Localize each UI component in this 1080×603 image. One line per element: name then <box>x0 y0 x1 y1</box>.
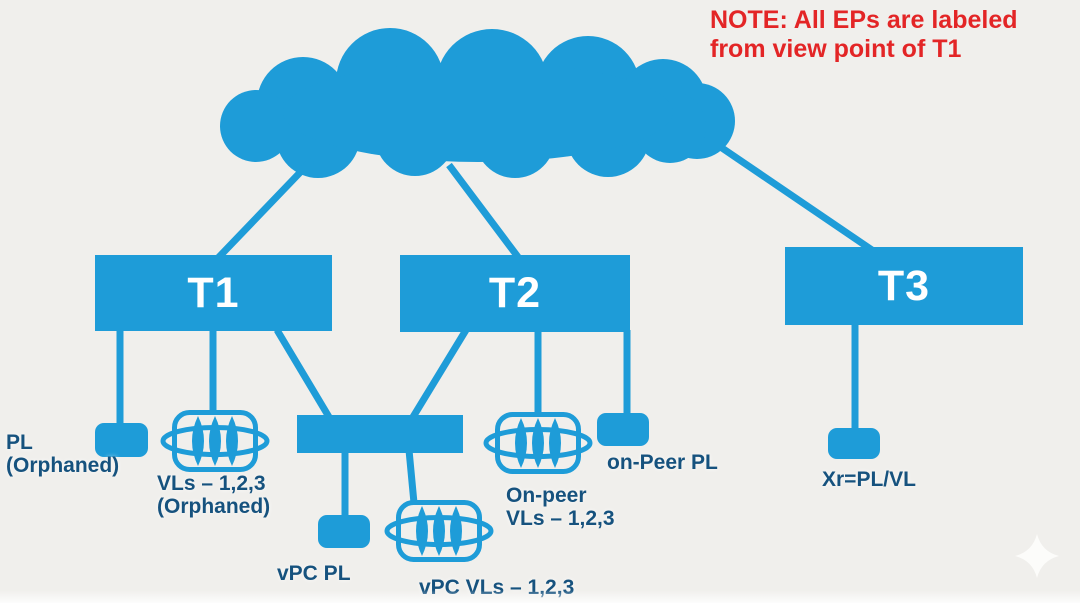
label-pl-orphaned-line2: (Orphaned) <box>6 454 120 477</box>
switch-t2: T2 <box>400 255 630 332</box>
vpc-peer-bar <box>297 415 463 453</box>
note-line-2: from view point of T1 <box>710 35 962 63</box>
switch-t2-label: T2 <box>488 269 542 317</box>
note-text: NOTE: All EPs are labeled from view poin… <box>710 6 1075 64</box>
label-vpc-pl-line1: vPC PL <box>277 562 351 585</box>
label-vls-orphaned-line2: (Orphaned) <box>157 495 271 518</box>
label-vpc-vls-line1: vPC VLs – 1,2,3 <box>419 576 575 599</box>
link-cloud-t3 <box>720 145 874 253</box>
link-cloud-t2 <box>446 162 521 260</box>
link-bar-vpc-vls <box>405 449 418 504</box>
label-vpc-vls: vPC VLs – 1,2,3 <box>419 576 574 599</box>
note-line-1: NOTE: All EPs are labeled <box>710 6 1018 34</box>
link-cloud-t1 <box>215 157 315 261</box>
link-t1-vpc-bar <box>273 328 333 419</box>
virtual-links-icon-on-peer <box>486 415 590 472</box>
label-on-peer-vls-line1: On-peer <box>506 484 587 507</box>
sparkle-icon <box>1015 534 1059 578</box>
endpoint-box-vpc-pl <box>318 515 370 548</box>
label-on-peer-vls-line2: VLs – 1,2,3 <box>506 507 615 530</box>
virtual-links-icon-vpc <box>387 503 491 560</box>
label-pl-orphaned-line1: PL <box>6 431 33 454</box>
endpoint-box-on-peer-pl <box>597 413 649 446</box>
network-cloud-icon <box>220 28 735 178</box>
endpoint-box-xr <box>828 428 880 459</box>
virtual-links-icon-orphaned <box>163 413 267 470</box>
label-vls-orphaned-line1: VLs – 1,2,3 <box>157 472 266 495</box>
label-vls-orphaned: VLs – 1,2,3 (Orphaned) <box>157 472 270 518</box>
link-t2-vpc-bar <box>410 328 469 419</box>
label-xr-line1: Xr=PL/VL <box>822 468 916 491</box>
label-xr: Xr=PL/VL <box>822 468 916 491</box>
switch-t1-label: T1 <box>187 268 240 317</box>
switch-t3: T3 <box>785 247 1023 325</box>
label-on-peer-pl: on-Peer PL <box>607 451 718 474</box>
label-on-peer-vls: On-peer VLs – 1,2,3 <box>506 484 615 530</box>
label-pl-orphaned: PL (Orphaned) <box>6 431 119 477</box>
switch-t3-label: T3 <box>877 261 931 310</box>
label-vpc-pl: vPC PL <box>277 562 351 585</box>
label-on-peer-pl-line1: on-Peer PL <box>607 451 718 474</box>
endpoint-box-pl-orphaned <box>95 423 148 457</box>
switch-t1: T1 <box>95 255 332 331</box>
